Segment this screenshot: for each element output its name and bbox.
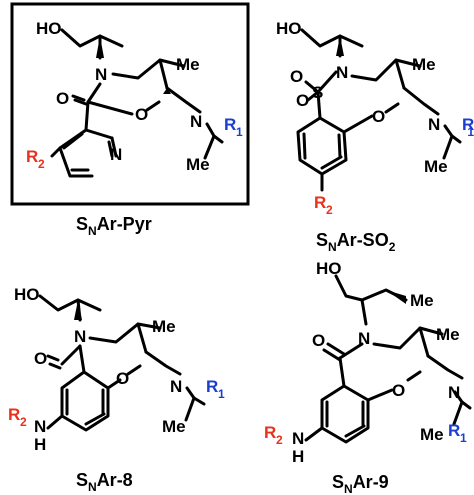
caption-subscript: N xyxy=(88,224,97,238)
bonds-snar-pyr xyxy=(50,28,224,178)
caption-rest: Ar-9 xyxy=(353,472,389,492)
atom-ho: HO xyxy=(276,19,302,38)
group-r2: R 2 xyxy=(26,147,45,171)
r2-letter: R xyxy=(264,423,276,442)
group-r2: R 2 xyxy=(264,423,283,447)
atom-h: H xyxy=(34,435,46,454)
caption-s: S xyxy=(76,470,88,490)
atom-me: Me xyxy=(152,317,176,336)
atom-n: N xyxy=(428,115,440,134)
atom-ho: HO xyxy=(36,19,62,38)
highlight-frame xyxy=(10,2,250,206)
caption-snar-8: SNAr-8 xyxy=(76,470,133,494)
structure-snar-pyr: HO N Me O O N N Me R 1 R 2 xyxy=(26,19,243,178)
caption-snar-so2: SNAr-SO2 xyxy=(316,230,396,254)
r1-letter: R xyxy=(462,115,474,134)
group-r2: R 2 xyxy=(8,405,27,429)
atom-o: O xyxy=(312,331,325,350)
atom-o: O xyxy=(290,67,303,86)
group-r1: R 1 xyxy=(448,421,467,445)
bonds-snar-9 xyxy=(304,274,472,444)
atom-o: O xyxy=(372,107,385,126)
atom-n: N xyxy=(110,145,122,164)
r1-letter: R xyxy=(206,377,218,396)
caption-snar-9: SNAr-9 xyxy=(332,472,389,495)
atom-n: N xyxy=(292,429,304,448)
r1-index: 1 xyxy=(236,125,243,139)
atom-s: S xyxy=(312,83,323,102)
atom-n: N xyxy=(170,377,182,396)
atom-o: O xyxy=(392,381,405,400)
atom-n: N xyxy=(95,65,107,84)
r2-index: 2 xyxy=(20,415,27,429)
atom-me: Me xyxy=(186,155,210,174)
r1-letter: R xyxy=(448,421,460,440)
group-r1: R 1 xyxy=(462,115,474,139)
caption-subscript: N xyxy=(344,482,353,495)
r2-letter: R xyxy=(314,193,326,212)
group-r2: R 2 xyxy=(314,193,333,217)
atom-o: O xyxy=(135,105,148,124)
r2-index: 2 xyxy=(326,203,333,217)
caption-s: S xyxy=(316,230,328,250)
group-r1: R 1 xyxy=(224,115,243,139)
caption-subscript: N xyxy=(88,480,97,494)
atom-n: N xyxy=(358,329,370,348)
r2-letter: R xyxy=(26,147,38,166)
atom-me: Me xyxy=(436,325,460,344)
atom-me: Me xyxy=(424,157,448,176)
atom-me: Me xyxy=(176,55,200,74)
r2-letter: R xyxy=(8,405,20,424)
atom-h: H xyxy=(292,447,304,466)
r2-index: 2 xyxy=(276,433,283,447)
atom-me: Me xyxy=(420,425,444,444)
bonds-snar-8 xyxy=(38,294,206,432)
dash-bond xyxy=(163,88,171,94)
wedge-bond xyxy=(96,36,104,58)
group-r1: R 1 xyxy=(206,377,225,401)
caption-s: S xyxy=(76,214,88,234)
structure-snar-9: HO Me N Me O O N Me N H R 1 R 2 xyxy=(264,259,472,466)
atom-o: O xyxy=(34,349,47,368)
atom-me: Me xyxy=(412,55,436,74)
caption-rest: Ar-Pyr xyxy=(97,214,152,234)
caption-subscript: N xyxy=(328,240,337,254)
structure-snar-8: HO N Me O O N Me N H R 1 R 2 xyxy=(8,285,225,454)
caption-rest: Ar-8 xyxy=(97,470,133,490)
r1-index: 1 xyxy=(467,125,474,139)
atom-o: O xyxy=(296,91,309,110)
structure-snar-so2: HO N Me O S O O N Me R 1 R 2 xyxy=(276,19,474,217)
atom-n: N xyxy=(448,383,460,402)
caption-s: S xyxy=(332,472,344,492)
atom-n: N xyxy=(74,327,86,346)
caption-snar-pyr: SNAr-Pyr xyxy=(76,214,152,238)
r1-index: 1 xyxy=(460,431,467,445)
atom-o: O xyxy=(56,89,69,108)
caption-rest: Ar-SO xyxy=(337,230,389,250)
atom-me: Me xyxy=(162,417,186,436)
r1-letter: R xyxy=(224,115,236,134)
wedge-bond xyxy=(74,300,82,320)
r2-index: 2 xyxy=(38,157,45,171)
atom-n: N xyxy=(190,112,202,131)
caption-tail-subscript: 2 xyxy=(389,240,396,254)
wedge-bond xyxy=(336,36,344,56)
atom-ho: HO xyxy=(316,259,342,278)
atom-ho: HO xyxy=(14,285,40,304)
atom-n: N xyxy=(336,63,348,82)
atom-o: O xyxy=(116,369,129,388)
r1-index: 1 xyxy=(218,387,225,401)
atom-me: Me xyxy=(410,291,434,310)
wedge-bond xyxy=(386,290,406,304)
atom-n: N xyxy=(34,417,46,436)
